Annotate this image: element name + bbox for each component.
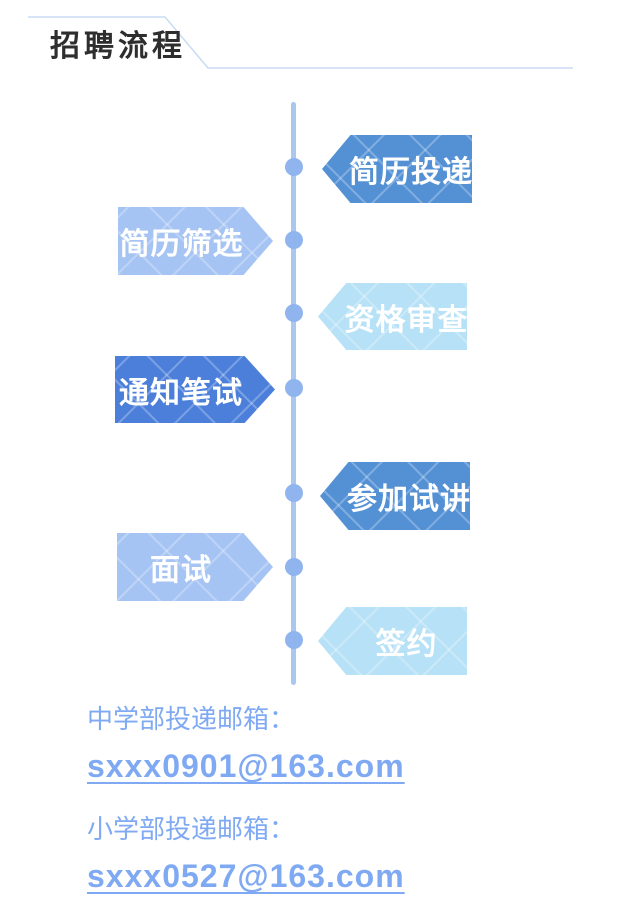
timeline-dot: [285, 558, 303, 576]
timeline-dot: [285, 631, 303, 649]
step-signing: 签约: [318, 607, 467, 675]
step-trial-lecture: 参加试讲: [320, 462, 470, 530]
step-interview: 面试: [117, 533, 273, 601]
timeline-dot: [285, 379, 303, 397]
header-border-polyline: [28, 16, 573, 69]
timeline-dot: [285, 484, 303, 502]
email-link-middle-school[interactable]: sxxx0901@163.com: [87, 748, 405, 784]
step-qualification-review: 资格审查: [318, 283, 467, 350]
email-link-primary-school[interactable]: sxxx0527@163.com: [87, 858, 405, 894]
contact-primary-school: 小学部投递邮箱： sxxx0527@163.com: [87, 814, 405, 894]
contact-label-middle-school: 中学部投递邮箱：: [87, 704, 296, 734]
timeline-dot: [285, 158, 303, 176]
step-written-test-notice: 通知笔试: [115, 356, 275, 423]
timeline-dot: [285, 231, 303, 249]
step-resume-submission: 简历投递: [322, 135, 472, 203]
header-border-line: [28, 16, 573, 69]
timeline-dot: [285, 304, 303, 322]
contact-middle-school: 中学部投递邮箱： sxxx0901@163.com: [87, 704, 405, 784]
contact-label-primary-school: 小学部投递邮箱：: [87, 814, 296, 844]
page-title: 招聘流程: [50, 30, 186, 63]
step-resume-screening: 简历筛选: [118, 207, 273, 275]
